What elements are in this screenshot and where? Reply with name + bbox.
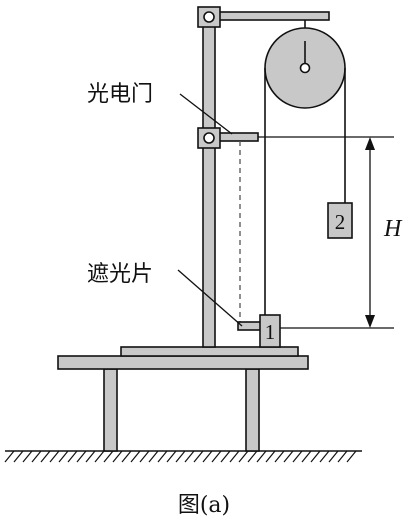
hatch-stroke bbox=[13, 450, 24, 463]
hatch-stroke bbox=[148, 450, 159, 463]
hatch-stroke bbox=[49, 450, 60, 463]
hatch-stroke bbox=[85, 450, 96, 463]
shutter-leader bbox=[177, 269, 243, 327]
height-label: H bbox=[383, 216, 403, 242]
hatch-stroke bbox=[274, 450, 285, 463]
hatch-stroke bbox=[103, 450, 114, 463]
hatch-stroke bbox=[238, 450, 249, 463]
hatch-stroke bbox=[229, 450, 240, 463]
photogate-label: 光电门 bbox=[87, 82, 153, 107]
hatch-stroke bbox=[346, 450, 357, 463]
block-1 bbox=[259, 314, 281, 348]
top-clamp bbox=[197, 6, 221, 28]
base-plate bbox=[120, 346, 299, 357]
hatch-stroke bbox=[265, 450, 276, 463]
block-1-label: 1 bbox=[265, 320, 276, 344]
hatch-stroke bbox=[292, 450, 303, 463]
hatch-stroke bbox=[157, 450, 168, 463]
hatch-stroke bbox=[319, 450, 330, 463]
ground bbox=[4, 450, 362, 463]
hatch-stroke bbox=[22, 450, 33, 463]
hatch-stroke bbox=[310, 450, 321, 463]
block-2 bbox=[327, 202, 353, 239]
hatch-stroke bbox=[112, 450, 123, 463]
pulley bbox=[264, 27, 346, 109]
top-arm bbox=[214, 11, 330, 21]
photogate-arm bbox=[214, 132, 259, 142]
hatch-stroke bbox=[283, 450, 294, 463]
hatch-stroke bbox=[211, 450, 222, 463]
height-arrow bbox=[365, 137, 375, 328]
hatch-stroke bbox=[31, 450, 42, 463]
table-leg-right bbox=[245, 368, 260, 452]
block-2-label: 2 bbox=[335, 210, 346, 234]
table-leg-left bbox=[103, 368, 118, 452]
hatch-stroke bbox=[193, 450, 204, 463]
shutter-label: 遮光片 bbox=[87, 262, 153, 287]
hatch-stroke bbox=[166, 450, 177, 463]
hatch-stroke bbox=[175, 450, 186, 463]
hatch-stroke bbox=[256, 450, 267, 463]
hatch-stroke bbox=[67, 450, 78, 463]
hatch-stroke bbox=[184, 450, 195, 463]
hatch-stroke bbox=[76, 450, 87, 463]
photogate-leader bbox=[179, 93, 233, 135]
hatch-stroke bbox=[94, 450, 105, 463]
hatch-stroke bbox=[220, 450, 231, 463]
hatch-stroke bbox=[301, 450, 312, 463]
hatch-stroke bbox=[4, 450, 15, 463]
hatch-stroke bbox=[130, 450, 141, 463]
hatch-stroke bbox=[247, 450, 258, 463]
hatch-stroke bbox=[202, 450, 213, 463]
hatch-stroke bbox=[121, 450, 132, 463]
hatch-stroke bbox=[58, 450, 69, 463]
hatch-stroke bbox=[40, 450, 51, 463]
figure-caption: 图(a) bbox=[178, 493, 230, 518]
table-top bbox=[57, 355, 309, 370]
hatch-stroke bbox=[139, 450, 150, 463]
ground-hatching bbox=[4, 450, 357, 463]
hatch-stroke bbox=[337, 450, 348, 463]
hatch-stroke bbox=[328, 450, 339, 463]
table bbox=[57, 346, 309, 452]
